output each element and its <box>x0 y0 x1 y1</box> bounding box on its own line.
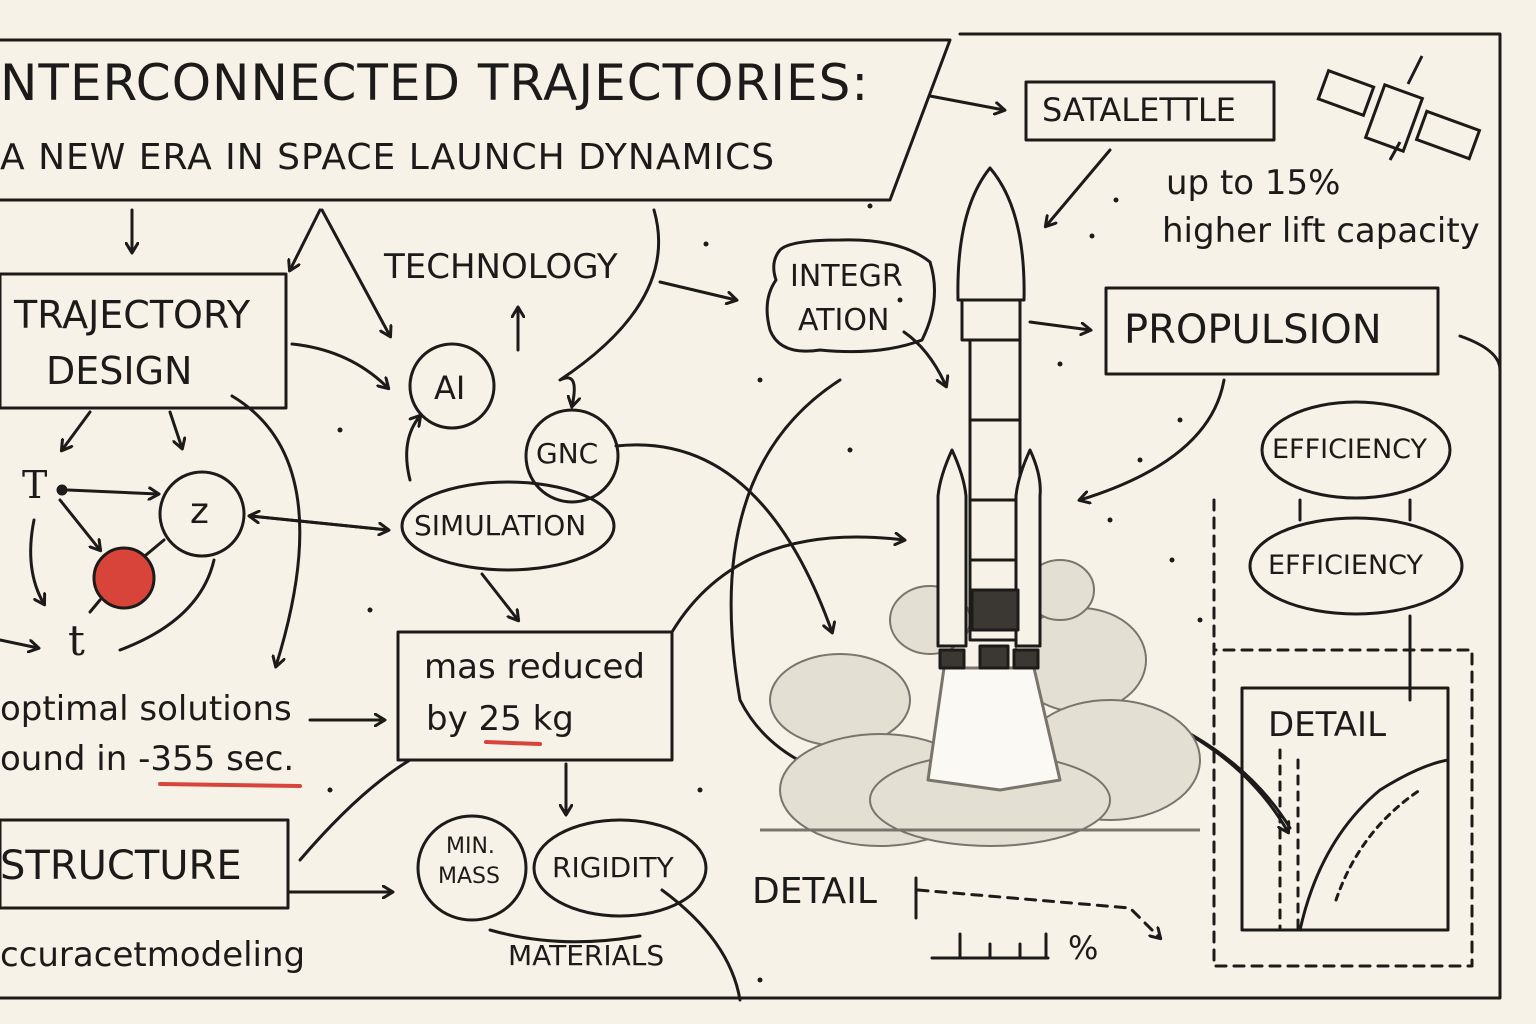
efficiency-bottom-ellipse <box>1248 516 1464 616</box>
integration-cloud <box>765 238 936 354</box>
trajectory-box <box>0 272 288 410</box>
structure-box <box>0 818 290 910</box>
integration-label-1: INTEGR <box>790 259 903 294</box>
propulsion-label: PROPULSION <box>1124 307 1382 353</box>
simulation-label: SIMULATION <box>414 509 587 542</box>
dot-T <box>56 484 68 496</box>
planet-arc <box>1298 758 1450 932</box>
lift-note-line-2: higher lift capacity <box>1162 211 1480 251</box>
integration-label-2: ATION <box>798 303 890 338</box>
trajectory-label-2: DESIGN <box>46 349 193 393</box>
min-mass-label-2: MASS <box>438 864 500 889</box>
min-mass-label-1: MIN. <box>446 834 495 859</box>
star-dots <box>327 197 1203 983</box>
z-circle <box>158 470 246 558</box>
optimal-line-2: ound in -355 sec. <box>0 742 294 776</box>
simulation-ellipse <box>400 480 616 572</box>
mass-prefix: by <box>426 699 479 739</box>
detail-right-label: DETAIL <box>1268 705 1387 745</box>
ai-circle <box>408 342 496 430</box>
red-planet-dot <box>92 546 156 610</box>
rigidity-label: RIGIDITY <box>552 851 674 884</box>
outer-frame <box>0 32 1502 1000</box>
symbol-t: t <box>68 616 85 665</box>
rocket-illustration <box>760 166 1201 847</box>
symbol-T: T <box>22 463 48 507</box>
mass-box <box>396 630 674 762</box>
optimal-time: -355 sec. <box>138 739 295 779</box>
detail-dashed-outer <box>1212 498 1474 968</box>
modeling-label: ccuracetmodeling <box>0 935 306 975</box>
symbol-z: z <box>190 491 209 532</box>
efficiency-bottom-label: EFFICIENCY <box>1268 550 1424 581</box>
lift-note-line-1: up to 15% <box>1166 163 1341 203</box>
gnc-circle <box>524 408 620 504</box>
mass-line-1: mas reduced <box>424 647 645 687</box>
title-banner <box>0 38 952 202</box>
efficiency-top-label: EFFICIENCY <box>1272 434 1428 465</box>
percent-label: % <box>1068 929 1099 967</box>
trajectory-label-1: TRAJECTORY <box>14 293 251 337</box>
satellite-icon <box>1316 55 1482 161</box>
rigidity-ellipse <box>532 818 708 918</box>
optimal-line-1: optimal solutions <box>0 689 292 729</box>
title-line-2: A NEW ERA IN SPACE LAUNCH DYNAMICS <box>0 137 776 178</box>
propulsion-box <box>1104 286 1440 376</box>
mass-value: 25 kg <box>478 699 574 739</box>
satellite-box <box>1024 80 1276 142</box>
structure-label: STRUCTURE <box>0 843 242 889</box>
gnc-label: GNC <box>536 437 599 470</box>
mass-line-2: by 25 kg <box>426 702 574 736</box>
title-line-1: NTERCONNECTED TRAJECTORIES: <box>0 54 870 112</box>
efficiency-top-ellipse <box>1260 400 1452 500</box>
detail-inner-box <box>1240 686 1450 932</box>
technology-label: TECHNOLOGY <box>384 247 618 287</box>
materials-label: MATERIALS <box>508 939 665 972</box>
detail-bottom-label: DETAIL <box>752 871 877 912</box>
optimal-prefix: ound in <box>0 739 139 779</box>
satellite-label: SATALETTLE <box>1042 91 1236 129</box>
min-mass-ellipse <box>416 814 528 922</box>
ai-label: AI <box>434 369 466 407</box>
